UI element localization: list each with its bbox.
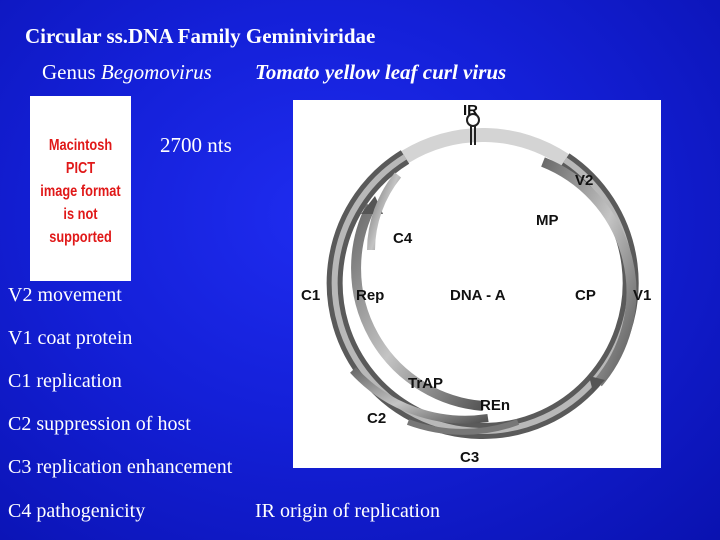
legend-c4: C4 pathogenicity [8, 500, 146, 522]
placeholder-text: Macintosh PICT image format is not suppo… [40, 134, 121, 249]
c2-label: C2 [367, 410, 386, 427]
slide-title: Circular ss.DNA Family Geminiviridae [25, 24, 376, 48]
unsupported-image-placeholder: Macintosh PICT image format is not suppo… [30, 96, 131, 281]
center-label: DNA - A [450, 287, 506, 304]
genome-map-svg: IR V2 MP C4 C1 Rep DNA - A CP V1 TrAP RE… [301, 102, 651, 466]
genus-name: Begomovirus [100, 60, 212, 84]
c2-orf-arc [350, 367, 489, 424]
legend-c3: C3 replication enhancement [8, 456, 233, 478]
c1-rep-orf-arc [351, 203, 484, 411]
ren-label: REn [480, 397, 510, 414]
legend-c2: C2 suppression of host [8, 413, 191, 435]
legend-ir: IR origin of replication [255, 500, 440, 522]
genome-map-diagram: IR V2 MP C4 C1 Rep DNA - A CP V1 TrAP RE… [293, 100, 661, 468]
c3-orf-arc [406, 419, 520, 435]
c4-label: C4 [393, 230, 413, 247]
v2-orf-arrowhead [589, 376, 605, 392]
c3-label: C3 [460, 449, 479, 466]
placeholder-line-3: is not supported [49, 206, 112, 246]
c4-orf-arc [367, 172, 402, 251]
placeholder-line-2: image format [40, 183, 121, 200]
c1-label: C1 [301, 287, 320, 304]
slide-subtitle: Genus Begomovirus Tomato yellow leaf cur… [42, 60, 506, 85]
mp-label: MP [536, 212, 559, 229]
rep-label: Rep [356, 287, 384, 304]
ir-loop [466, 113, 480, 127]
genome-size: 2700 nts [160, 133, 232, 157]
virus-species: Tomato yellow leaf curl virus [255, 60, 507, 84]
genus-prefix: Genus [42, 60, 96, 84]
v2-cp-orf-arc [541, 157, 637, 387]
ir-label: IR [463, 102, 478, 119]
placeholder-line-1: Macintosh PICT [48, 137, 113, 177]
trap-label: TrAP [408, 375, 443, 392]
legend-v1: V1 coat protein [8, 327, 133, 349]
cp-label: CP [575, 287, 596, 304]
v2-label: V2 [575, 172, 593, 189]
legend-c1: C1 replication [8, 370, 122, 392]
legend-v2: V2 movement [8, 284, 122, 306]
ir-region-arc [401, 128, 569, 166]
v1-label: V1 [633, 287, 651, 304]
